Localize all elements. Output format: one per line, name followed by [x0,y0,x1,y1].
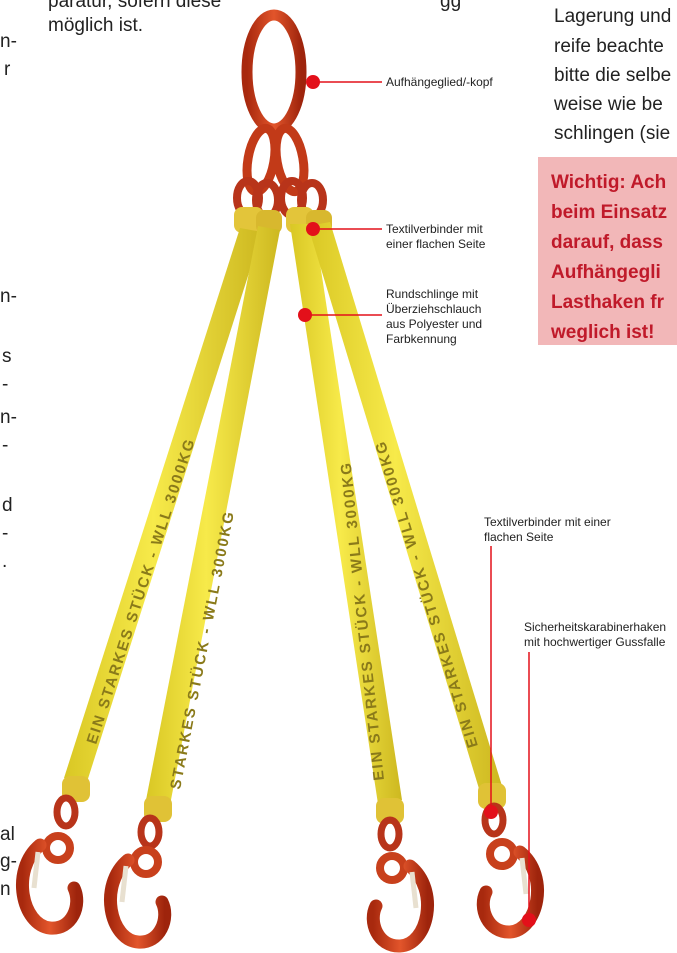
label-round-sling: Rundschlinge mit Überziehschlauch aus Po… [386,287,482,347]
hook-2 [110,796,172,942]
sling-leg-4-text: EIN STARKES STÜCK - WLL 3000KG [372,438,482,750]
master-link-icon [237,15,323,217]
callout-master-link [306,75,382,89]
label-master-link: Aufhängeglied/-kopf [386,75,493,90]
sling-leg-3-text: EIN STARKES STÜCK - WLL 3000KG [338,460,388,781]
sling-leg-1: EIN STARKES STÜCK - WLL 3000KG [64,228,262,785]
hook-3 [373,798,427,946]
callout-connector-top [306,222,382,236]
label-safety-hook: Sicherheitskarabinerhaken mit hochwertig… [524,620,666,650]
label-connector-bottom: Textilverbinder mit einer flachen Seite [484,515,611,545]
label-connector-top: Textilverbinder mit einer flachen Seite [386,222,485,252]
hook-1 [22,776,90,928]
